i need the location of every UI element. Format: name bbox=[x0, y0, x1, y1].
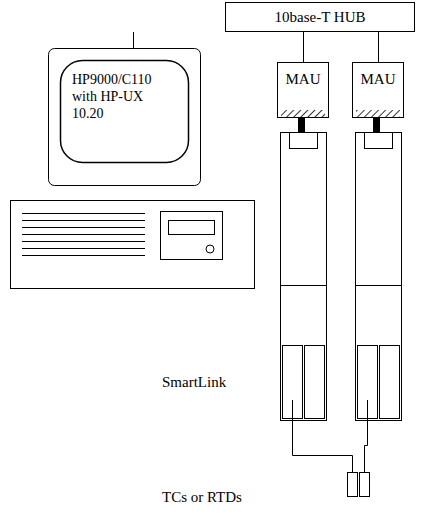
workstation: HP9000/C110 with HP-UX 10.20 bbox=[10, 48, 255, 290]
smartlink-module bbox=[356, 133, 402, 421]
sensor-label: TCs or RTDs bbox=[160, 488, 244, 506]
network-cable bbox=[378, 32, 379, 62]
network-cable bbox=[303, 32, 304, 62]
sensor-wire bbox=[365, 400, 368, 472]
network-cable bbox=[133, 32, 134, 48]
sensor-connector bbox=[360, 473, 370, 497]
mau-box: MAU bbox=[352, 62, 404, 118]
module-label: SmartLink bbox=[160, 373, 228, 391]
workstation-label: HP9000/C110 with HP-UX 10.20 bbox=[72, 72, 176, 122]
aui-plug bbox=[298, 118, 305, 132]
sensor-connector bbox=[348, 473, 358, 497]
sensor-wire bbox=[293, 400, 353, 472]
mau-box: MAU bbox=[277, 62, 329, 118]
mau-hatch bbox=[356, 110, 400, 117]
aui-plug bbox=[373, 118, 380, 132]
mau-label: MAU bbox=[353, 63, 403, 88]
smartlink-module bbox=[281, 133, 327, 421]
mau-hatch bbox=[281, 110, 325, 117]
mau-label: MAU bbox=[278, 63, 328, 88]
hub-box: 10base-T HUB bbox=[225, 2, 415, 32]
hub-label: 10base-T HUB bbox=[226, 3, 414, 26]
